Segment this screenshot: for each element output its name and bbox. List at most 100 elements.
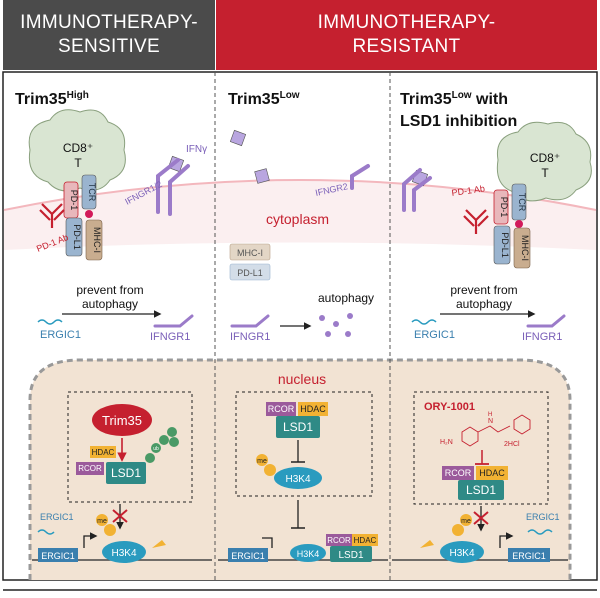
panel-left: Trim35High CD8⁺ T TCR PD-1 PD-L1 MHC-I P… bbox=[15, 90, 212, 563]
repressed-transcription bbox=[262, 537, 273, 548]
cd8-label: CD8⁺ bbox=[63, 141, 93, 155]
right-title-line1: Trim35Low with bbox=[400, 90, 508, 108]
h-label: H bbox=[488, 412, 492, 418]
ifngr1-label: IFNGR1 bbox=[522, 331, 562, 343]
ergic-gene-box bbox=[228, 548, 268, 562]
rcor-bottom-box bbox=[326, 534, 352, 546]
cd8-t-label: T bbox=[541, 166, 549, 180]
degraded-fragments-icon bbox=[319, 313, 353, 337]
header-resistant-line2: RESISTANT bbox=[352, 36, 461, 57]
header-sensitive-line1: IMMUNOTHERAPY- bbox=[20, 12, 198, 33]
rcor-box bbox=[442, 466, 474, 480]
ifngr1-receptor-icon bbox=[526, 314, 566, 328]
ergic-mrna-icon bbox=[37, 319, 63, 325]
h3k4-histone-bottom bbox=[290, 544, 326, 562]
me-label: me bbox=[257, 458, 267, 465]
hdac-bottom-label: HDAC bbox=[354, 536, 377, 545]
cd8-t-cell bbox=[28, 109, 126, 192]
header-sensitive-line2: SENSITIVE bbox=[58, 36, 160, 57]
ergic-gene-label: ERGIC1 bbox=[41, 551, 75, 561]
methyl-mark bbox=[96, 514, 108, 526]
yellow-marker-icon bbox=[152, 540, 166, 548]
hdac-label: HDAC bbox=[300, 404, 326, 414]
rcor-box bbox=[76, 462, 104, 475]
pd1-antibody-icon bbox=[463, 209, 489, 234]
transcription-arrow bbox=[83, 532, 98, 548]
ergic-mrna-label: ERGIC1 bbox=[526, 512, 560, 522]
trim35-label: Trim35 bbox=[102, 413, 142, 428]
header-resistant: IMMUNOTHERAPY- RESISTANT bbox=[216, 0, 597, 70]
ifngr1-label: IFNGR1 bbox=[230, 331, 270, 343]
ory1001-structure-icon: H₂N N H 2HCl bbox=[440, 412, 531, 448]
methyl-mark bbox=[256, 454, 268, 466]
h3k4-histone bbox=[274, 467, 322, 489]
ergic-mrna-icon bbox=[411, 319, 437, 325]
lsd1-bottom-box bbox=[330, 546, 372, 562]
ergic-gene-label: ERGIC1 bbox=[512, 551, 546, 561]
pdl1-ligand bbox=[493, 225, 511, 265]
ergic-mrna-wave-icon bbox=[37, 529, 55, 535]
transcription-arrow bbox=[499, 532, 514, 548]
me-label: me bbox=[461, 518, 471, 525]
ifngr-receptor-icon bbox=[156, 158, 190, 216]
pdl1-ligand bbox=[65, 217, 83, 257]
mhc-label: MHC-I bbox=[92, 227, 102, 253]
rcor-bottom-label: RCOR bbox=[327, 536, 351, 545]
ergic-gene-box bbox=[38, 548, 78, 562]
ifng-cytokine-icon-2 bbox=[254, 168, 270, 184]
block-cross-icon bbox=[473, 511, 489, 525]
prevent-label: prevent from bbox=[450, 283, 517, 297]
autophagy-label: autophagy bbox=[318, 291, 374, 305]
ergic-mrna-wave-icon bbox=[527, 529, 553, 535]
hcl-label: 2HCl bbox=[504, 441, 520, 448]
h3k4-label: H3K4 bbox=[111, 548, 136, 559]
hdac-box bbox=[476, 466, 508, 480]
middle-title: Trim35Low bbox=[228, 90, 300, 108]
nucleus-label: nucleus bbox=[278, 371, 326, 387]
pd1-receptor bbox=[493, 189, 509, 225]
rcor-label: RCOR bbox=[78, 464, 102, 473]
h3k4-label: H3K4 bbox=[285, 474, 310, 485]
trim35-protein bbox=[92, 404, 152, 436]
ifngr1-receptor-icon bbox=[230, 314, 270, 328]
mhc-complex bbox=[513, 227, 531, 269]
mhc-box bbox=[229, 243, 271, 261]
mhc-label: MHC-I bbox=[520, 235, 530, 261]
hdac-label: HDAC bbox=[479, 468, 505, 478]
right-title-line2: LSD1 inhibition bbox=[400, 113, 517, 130]
rcor-label: RCOR bbox=[445, 468, 472, 478]
block-cross-icon bbox=[112, 509, 128, 523]
ifngr2-receptor-icon bbox=[350, 164, 370, 190]
lsd1-bottom-label: LSD1 bbox=[338, 550, 363, 561]
pdl1-label: PD-L1 bbox=[72, 224, 82, 250]
mhc-complex bbox=[85, 219, 103, 261]
middle-complex-box bbox=[235, 391, 373, 497]
header-sensitive: IMMUNOTHERAPY- SENSITIVE bbox=[3, 0, 215, 70]
rcor-label: RCOR bbox=[268, 404, 295, 414]
ergic-label: ERGIC1 bbox=[414, 329, 455, 341]
lsd1-box bbox=[276, 416, 320, 438]
lsd1-label: LSD1 bbox=[283, 420, 313, 434]
h3k4-histone bbox=[102, 541, 146, 563]
ifng-label: IFNγ bbox=[186, 144, 207, 155]
ifngr-receptor-icon bbox=[402, 168, 432, 212]
h3k4-bottom-label: H3K4 bbox=[297, 549, 320, 559]
ergic-mrna-label: ERGIC1 bbox=[40, 512, 74, 522]
left-complex-box bbox=[67, 391, 193, 503]
panel-right: Trim35Low with LSD1 inhibition CD8⁺ T TC… bbox=[392, 90, 592, 563]
cd8-label: CD8⁺ bbox=[530, 151, 560, 165]
methyl-mark-2 bbox=[452, 524, 464, 536]
methyl-mark bbox=[460, 514, 472, 526]
autophagy-label: autophagy bbox=[456, 297, 512, 311]
panel-middle: Trim35Low IFNGR2 cytoplasm MHC-I PD-L1 a… bbox=[218, 90, 388, 562]
right-complex-box bbox=[413, 391, 549, 505]
mhc-label: MHC-I bbox=[237, 248, 263, 258]
me-label: me bbox=[97, 518, 107, 525]
lsd1-box bbox=[106, 462, 146, 484]
h3k4-histone bbox=[440, 541, 484, 563]
rcor-box bbox=[266, 402, 296, 416]
pd1-antibody-icon bbox=[39, 203, 65, 228]
ub-label: ub bbox=[153, 446, 159, 452]
